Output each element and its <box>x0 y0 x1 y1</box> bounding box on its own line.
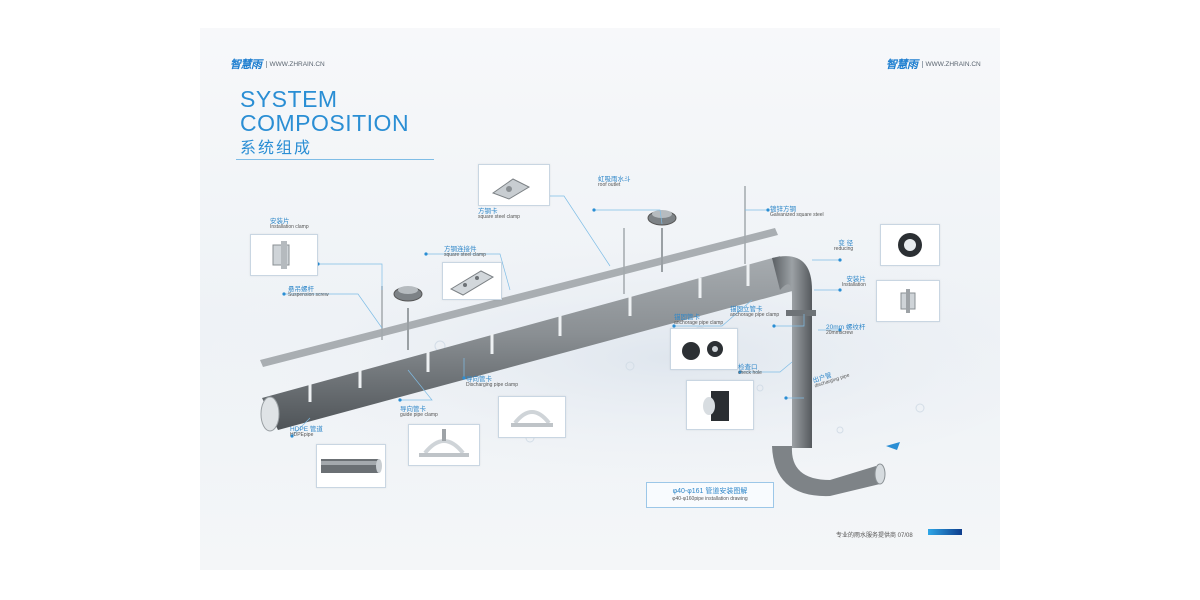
pipe-hangers <box>308 264 750 402</box>
thumb-square-steel-connector <box>442 262 502 300</box>
thumb-hdpe-pipe <box>316 444 386 488</box>
discharge-pipe-end <box>874 463 886 485</box>
thumb-discharging-pipe-clamp <box>498 396 566 438</box>
roof-outlet-right <box>647 210 677 272</box>
roof-outlet-left <box>393 286 423 350</box>
heading-zh: 系统组成 <box>240 140 313 157</box>
pipe-open-end <box>260 396 280 432</box>
thumb-guide-pipe-clamp <box>408 424 480 466</box>
thumb-installation-clamp <box>250 234 318 276</box>
heading-en-line2: COMPOSITION <box>240 110 410 136</box>
footer-text: 专业的雨水服务提供商 07/08 <box>836 533 913 539</box>
footer-accent-bar <box>928 529 962 535</box>
brand-right: 智慧雨 WWW.ZHRAIN.CN <box>886 56 981 72</box>
brand-left: 智慧雨 WWW.ZHRAIN.CN <box>230 56 325 72</box>
hdpe-main-pipe <box>262 256 796 430</box>
brochure-page: 智慧雨 WWW.ZHRAIN.CN 智慧雨 WWW.ZHRAIN.CN SYST… <box>200 28 1000 570</box>
thumb-reducing <box>880 224 940 266</box>
flow-arrow-icon <box>886 442 900 450</box>
galvanized-square-steel-rail <box>260 228 778 367</box>
thumb-installation <box>876 280 940 322</box>
heading-en-line1: SYSTEM <box>240 86 338 112</box>
installation-drawing-caption: φ40-φ161 管道安装图解 φ40-φ160pipe installatio… <box>646 482 774 508</box>
brand-logo: 智慧雨 <box>886 59 918 71</box>
discharging-elbow <box>772 446 880 497</box>
brand-url: WWW.ZHRAIN.CN <box>265 60 325 68</box>
thumb-anchorage-pipe-clamp <box>670 328 738 370</box>
thumb-check-hole <box>686 380 754 430</box>
suspension-rods <box>381 186 746 340</box>
heading-rule <box>236 159 434 160</box>
vertical-anchorage-clamp <box>786 310 816 316</box>
brand-logo: 智慧雨 <box>230 59 262 71</box>
pipe-system-diagram <box>210 186 1000 497</box>
vertical-pipe <box>772 256 812 448</box>
brand-url: WWW.ZHRAIN.CN <box>921 60 981 68</box>
thumb-square-steel-clamp <box>478 164 550 206</box>
